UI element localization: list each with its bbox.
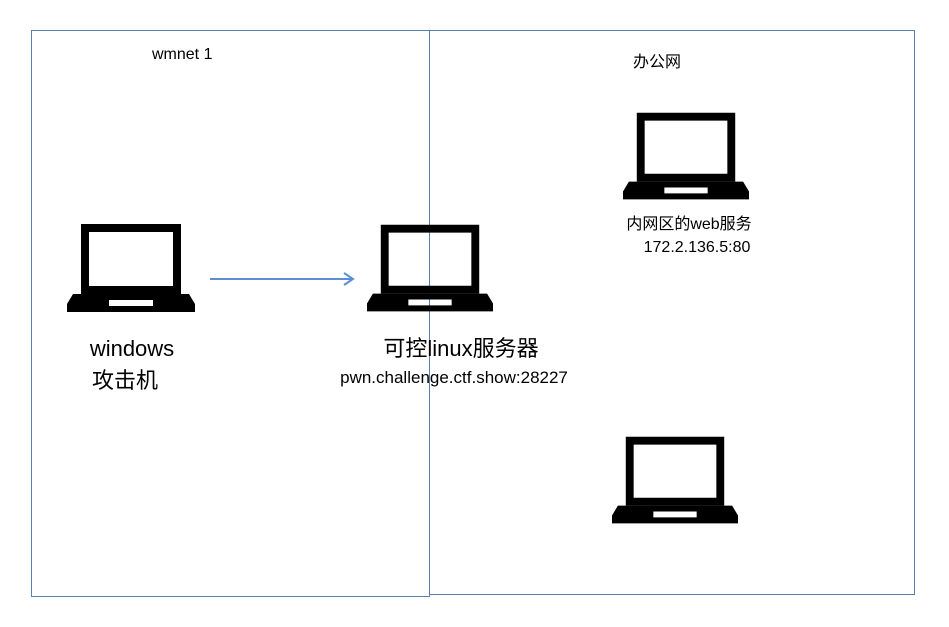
- linux-server-name: 可控linux服务器: [383, 336, 539, 361]
- laptop-icon: [67, 224, 195, 312]
- connection-arrow: [210, 272, 355, 286]
- attacker-name: windows: [89, 336, 175, 361]
- zone-office-network: [429, 30, 915, 595]
- attacker-role: 攻击机: [91, 368, 159, 393]
- zone-label-office-network: 办公网: [633, 54, 682, 71]
- web-service-address: 172.2.136.5:80: [643, 239, 751, 256]
- zone-wmnet1: [31, 30, 430, 597]
- linux-server-address: pwn.challenge.ctf.show:28227: [340, 368, 568, 387]
- web-service-name: 内网区的web服务: [626, 216, 752, 233]
- zone-label-wmnet1: wmnet 1: [152, 46, 213, 63]
- laptop-icon: [367, 224, 493, 312]
- laptop-icon: [612, 436, 738, 524]
- laptop-icon: [623, 112, 749, 200]
